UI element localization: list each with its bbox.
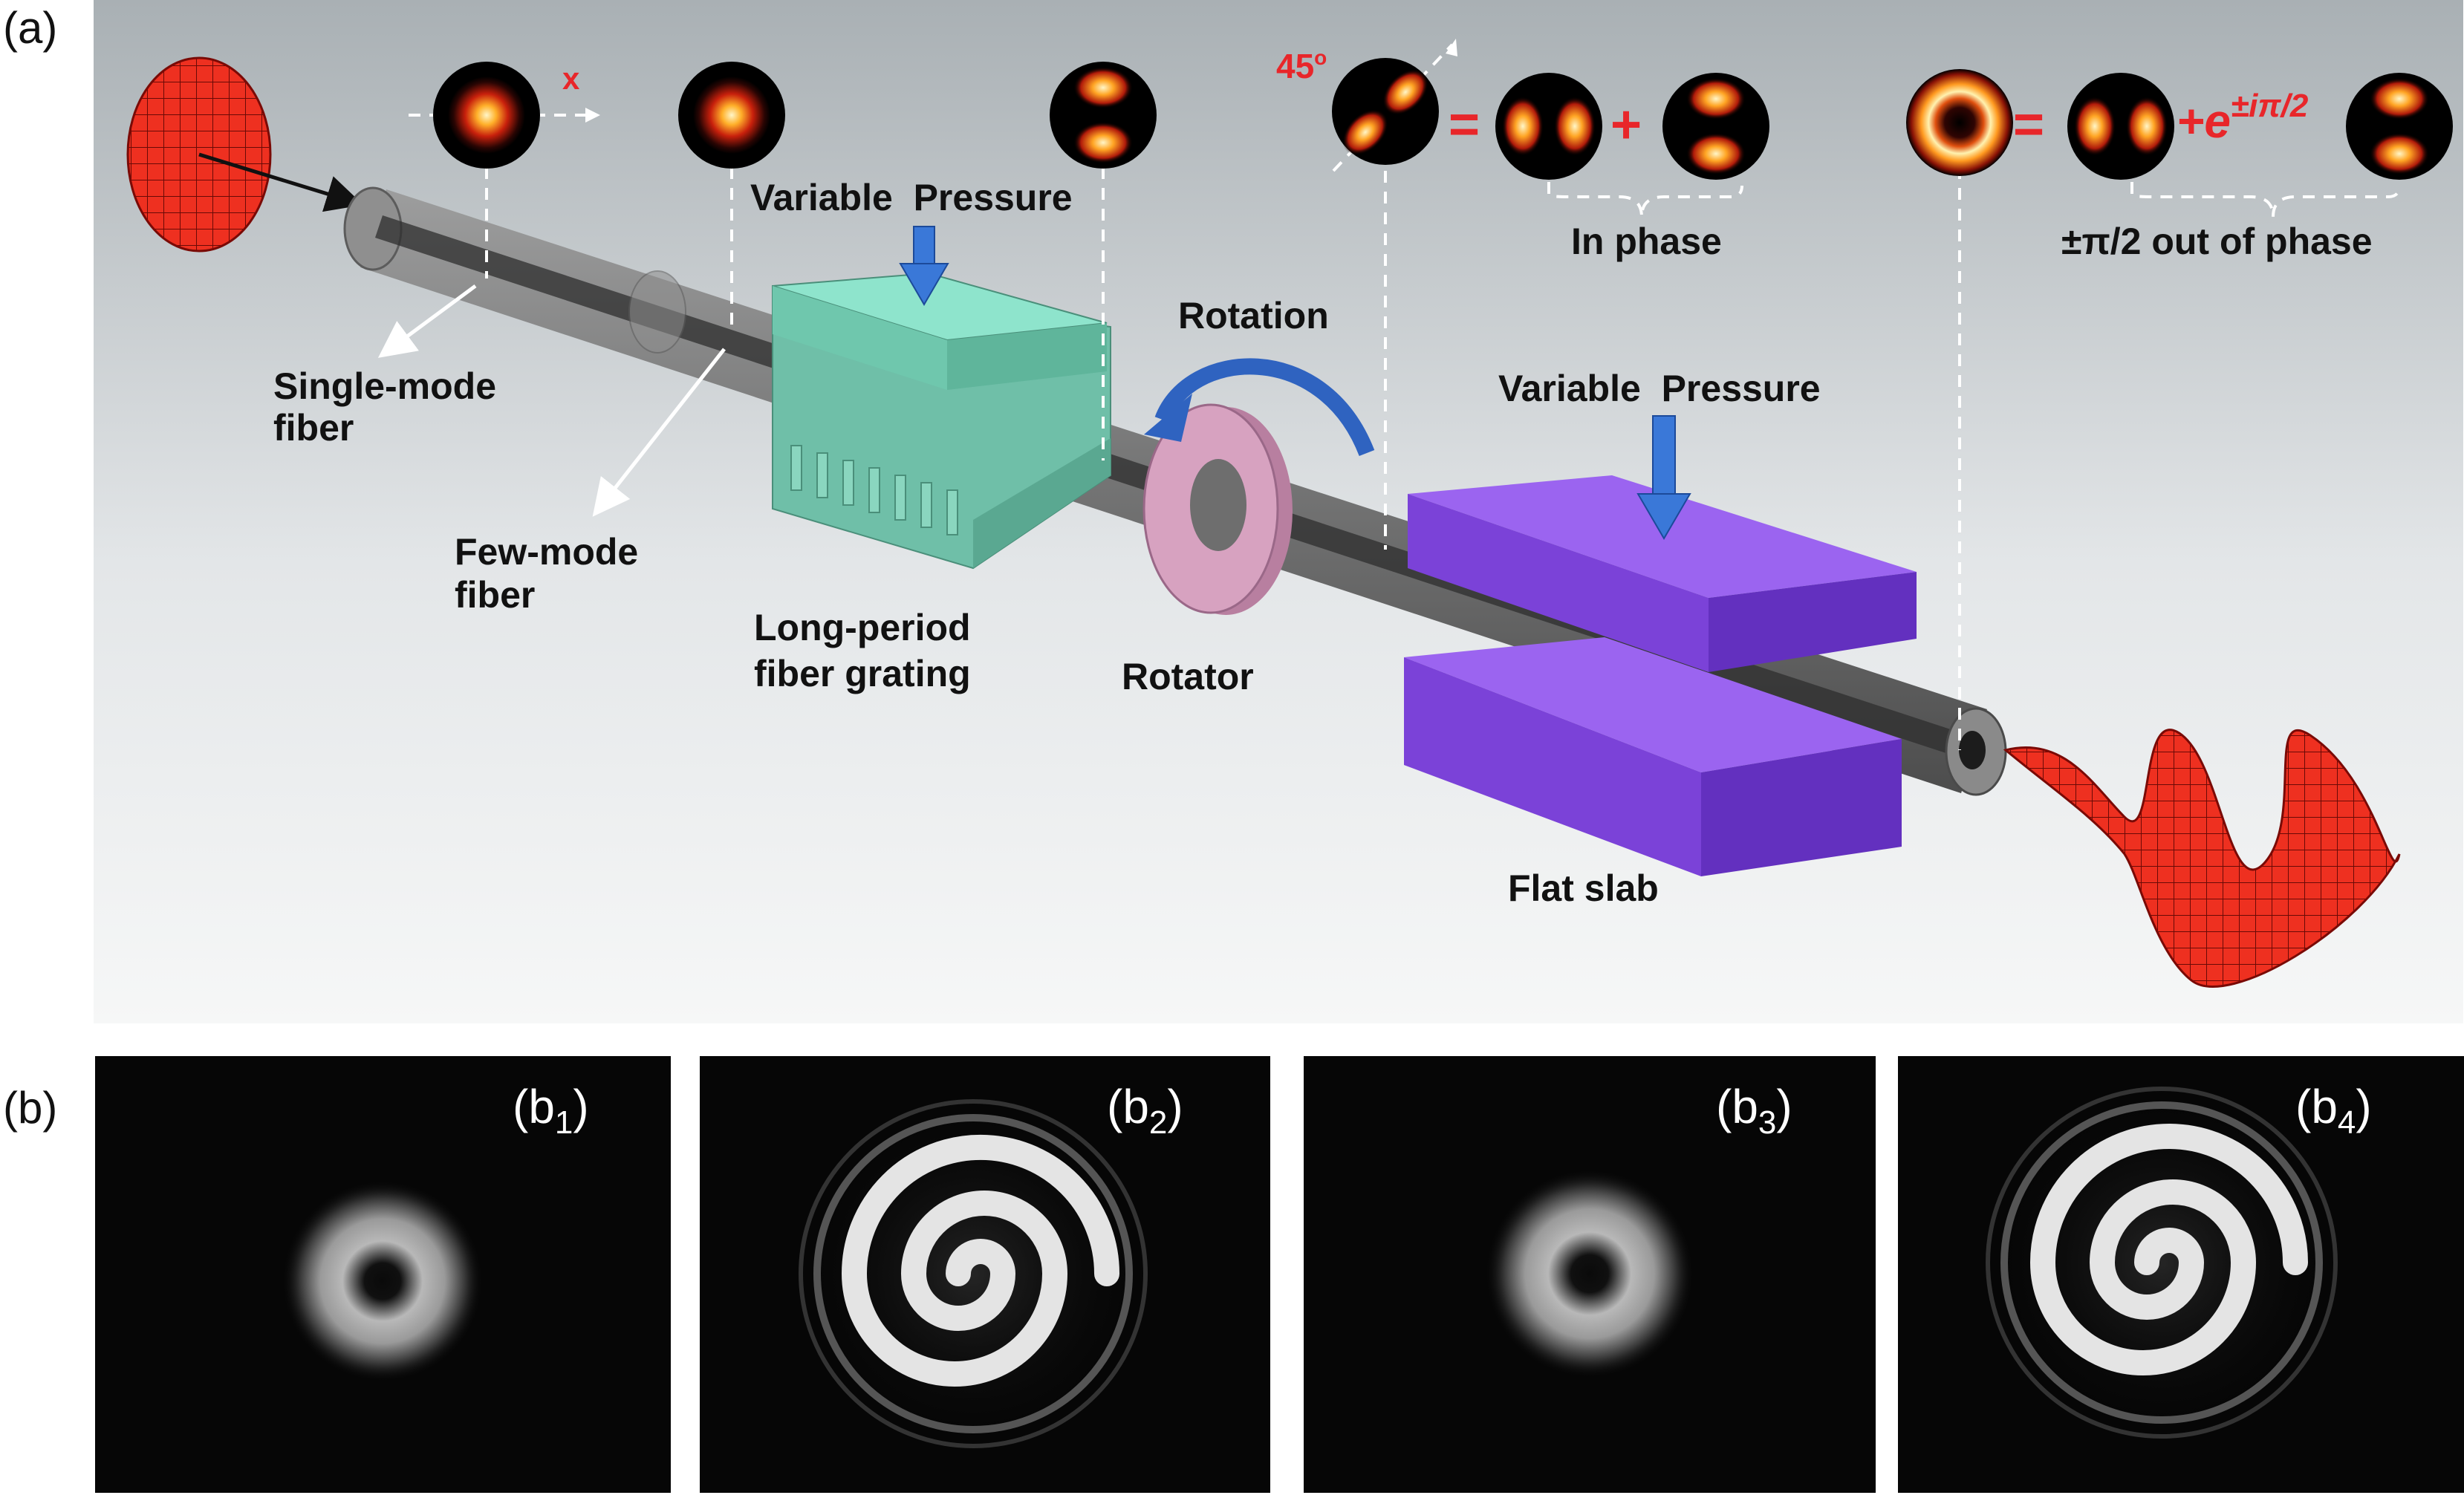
subpanel-b1-tag: (b1) bbox=[513, 1080, 589, 1141]
fmf-pointer bbox=[592, 348, 726, 517]
x-axis-label: x bbox=[562, 61, 580, 96]
subpanel-b3: (b3) bbox=[1304, 1056, 1876, 1493]
mode-lp01-input bbox=[433, 62, 540, 169]
label-single-mode-2: fiber bbox=[273, 407, 354, 449]
x-axis-arrowhead bbox=[585, 108, 600, 123]
label-in-phase: In phase bbox=[1571, 221, 1722, 262]
mode-lp01-fmf bbox=[678, 62, 785, 169]
label-long-period-2: fiber grating bbox=[754, 653, 971, 694]
grating-pressure-plate bbox=[772, 272, 1108, 390]
rotator-ring bbox=[1142, 403, 1293, 615]
mode-lp11-horizontal-a bbox=[1662, 73, 1769, 180]
mode-lp11-45deg bbox=[1332, 58, 1439, 165]
label-variable-pressure-2: Variable Pressure bbox=[1498, 368, 1821, 409]
mode-lp11-vertical-a bbox=[1495, 73, 1602, 180]
label-flat-slab: Flat slab bbox=[1508, 867, 1659, 909]
mode-lp11-horizontal bbox=[1050, 62, 1157, 169]
plus-sign-1: + bbox=[1610, 95, 1642, 154]
label-out-of-phase: ±π/2 out of phase bbox=[2061, 221, 2373, 262]
phase-factor: +e±iπ/2 bbox=[2177, 88, 2309, 148]
subpanel-b3-tag: (b3) bbox=[1716, 1080, 1792, 1141]
rotation-arrow bbox=[1144, 358, 1375, 457]
flat-slab-bottom bbox=[1404, 637, 1902, 876]
label-variable-pressure-1: Variable Pressure bbox=[750, 177, 1073, 218]
panel-b-tag: (b) bbox=[3, 1083, 57, 1133]
subpanel-b4-tag: (b4) bbox=[2295, 1080, 2372, 1141]
flat-slab-top bbox=[1408, 475, 1917, 672]
subpanel-b2-tag: (b2) bbox=[1107, 1080, 1183, 1141]
label-few-mode-1: Few-mode bbox=[455, 531, 638, 573]
label-single-mode-1: Single-mode bbox=[273, 365, 496, 407]
mode-lp11-horizontal-b bbox=[2346, 73, 2453, 180]
label-long-period-1: Long-period bbox=[754, 607, 971, 648]
angle-label: 45o bbox=[1276, 46, 1327, 85]
subpanel-b4: (b4) bbox=[1898, 1056, 2464, 1493]
output-helical-wavefront bbox=[2003, 729, 2401, 988]
smf-pointer bbox=[377, 284, 477, 358]
equals-sign-2: = bbox=[2013, 95, 2044, 154]
diag-axis-arrowhead bbox=[1446, 39, 1457, 56]
panel-a-tag: (a) bbox=[3, 3, 57, 53]
label-rotation: Rotation bbox=[1178, 295, 1329, 336]
label-rotator: Rotator bbox=[1122, 656, 1254, 697]
mode-oam-donut bbox=[1906, 69, 2013, 176]
pressure-arrow-2 bbox=[1636, 415, 1691, 540]
pressure-arrow-1 bbox=[899, 226, 949, 306]
input-wavefront-disk bbox=[126, 56, 364, 253]
equals-sign-1: = bbox=[1449, 95, 1480, 154]
label-few-mode-2: fiber bbox=[455, 574, 535, 616]
subpanel-b2: (b2) bbox=[700, 1056, 1270, 1493]
mode-lp11-vertical-b bbox=[2067, 73, 2174, 180]
subpanel-b1: (b1) bbox=[95, 1056, 671, 1493]
